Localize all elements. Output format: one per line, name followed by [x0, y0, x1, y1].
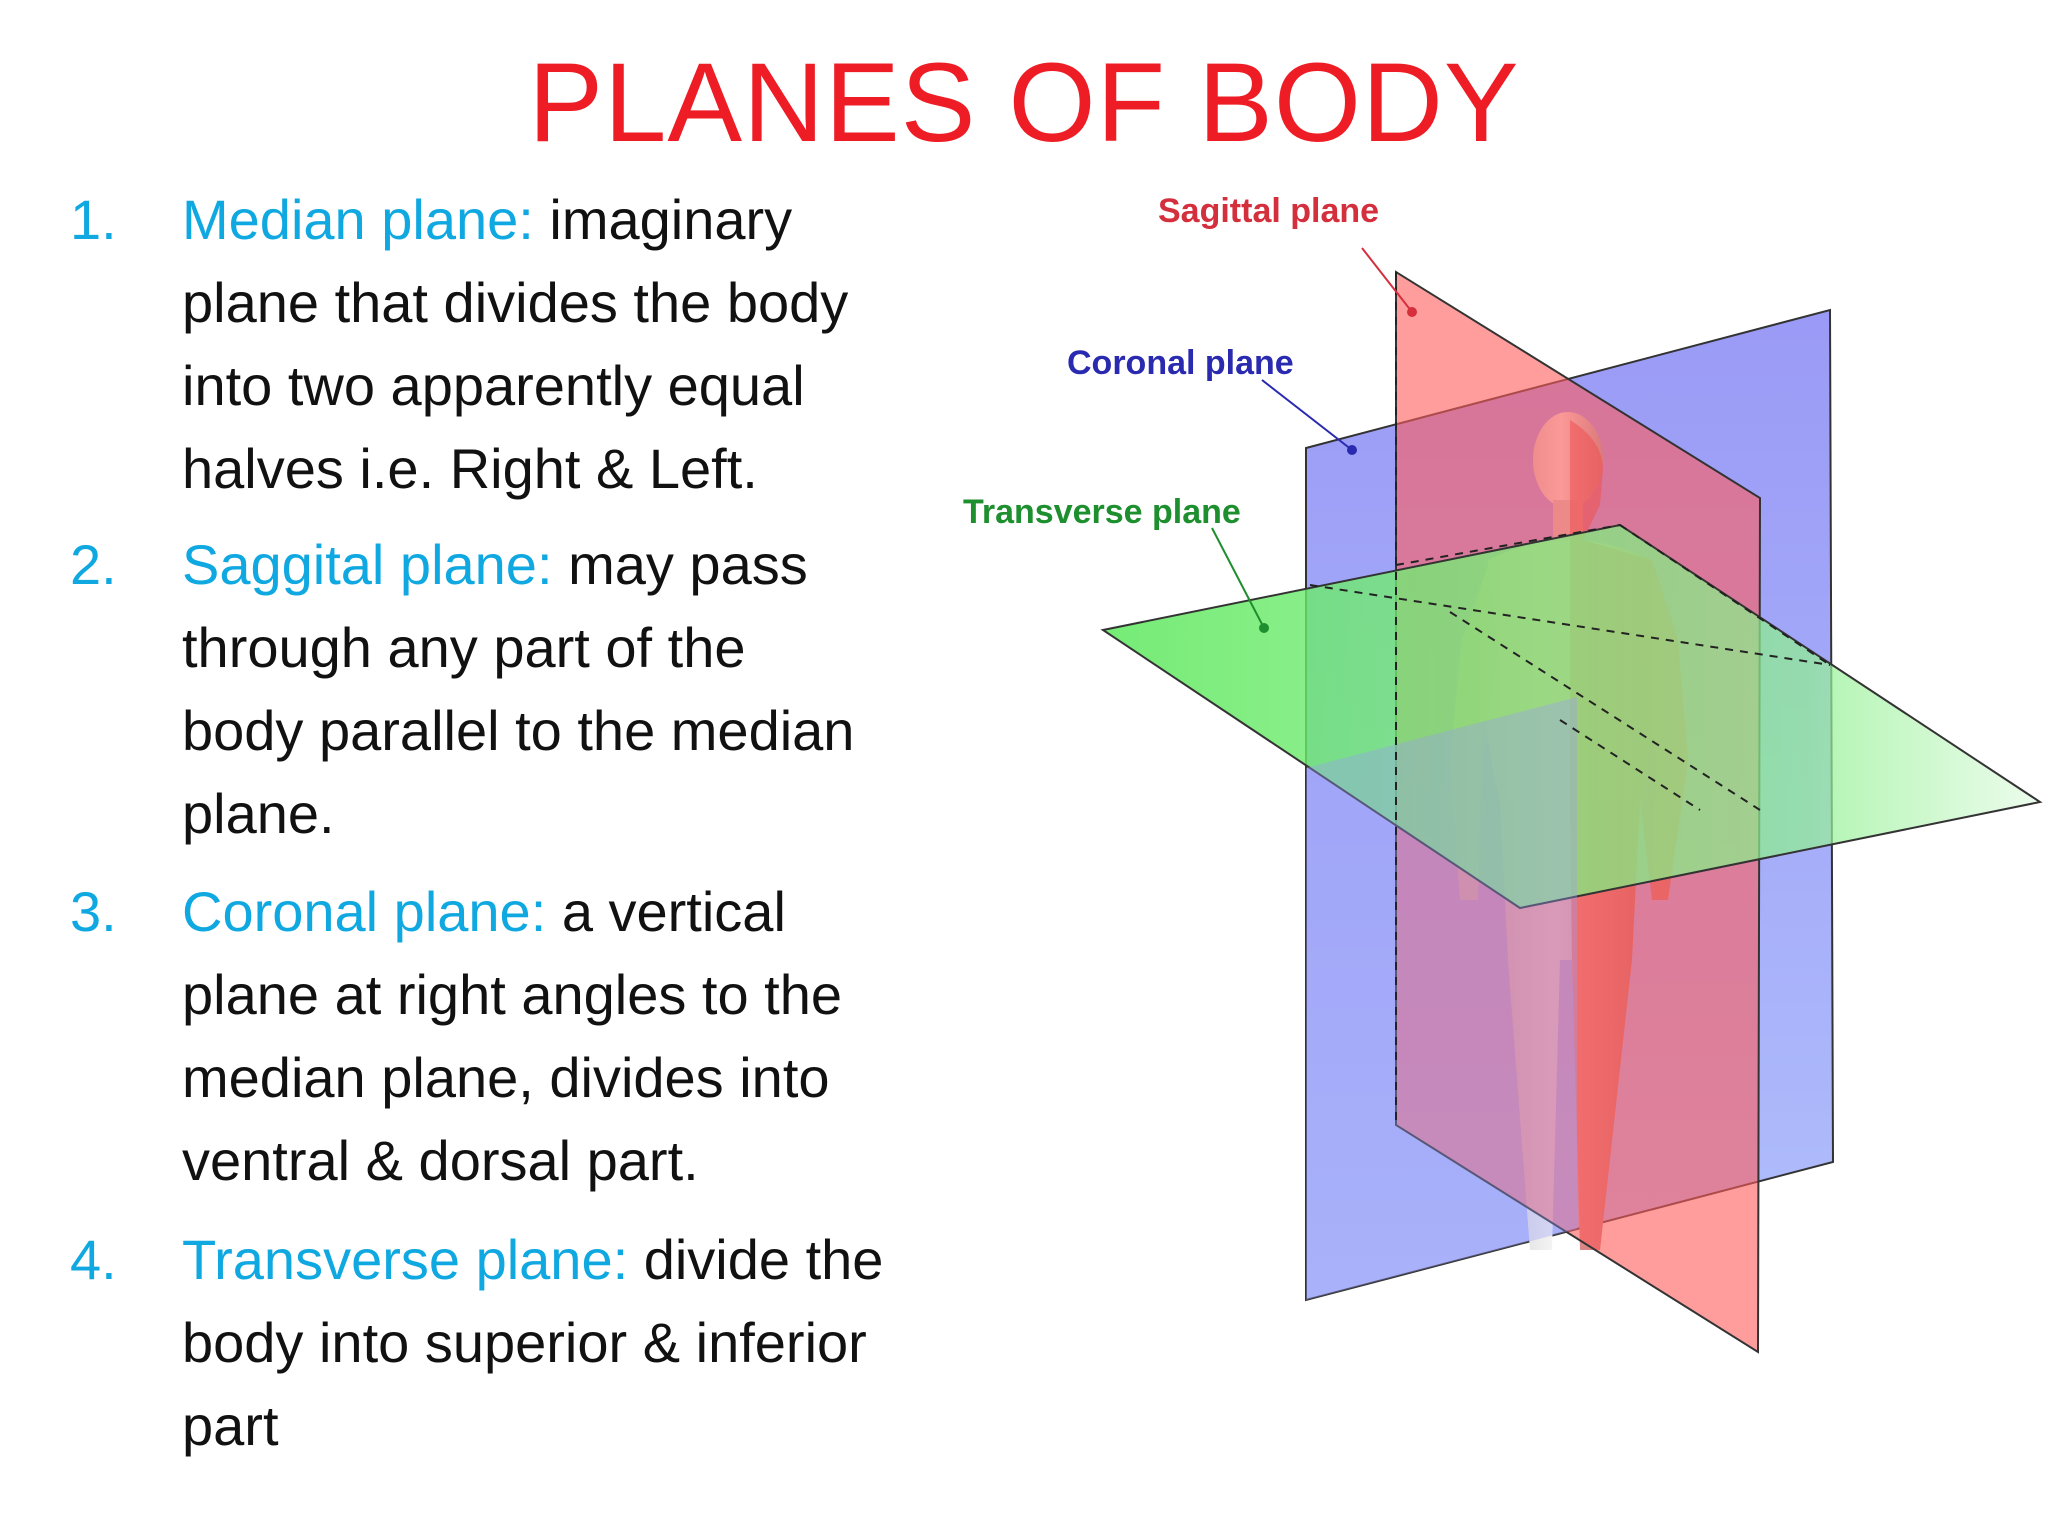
page-title: PLANES OF BODY [528, 40, 1520, 165]
text-line-4: ventral & dorsal part. [182, 1129, 699, 1192]
text-line-2: through any part of the [182, 616, 746, 679]
text-line-3: part [182, 1394, 279, 1457]
definition-text: may pass [568, 533, 808, 596]
list-number: 3. [70, 880, 117, 943]
coronal-dot [1347, 445, 1357, 455]
text-line-3: median plane, divides into [182, 1046, 830, 1109]
definition-list: 1. Median plane: imaginary plane that di… [0, 178, 950, 1478]
transverse-plane-label: Transverse plane [963, 493, 1241, 531]
text-line-2: plane at right angles to the [182, 963, 843, 1026]
transverse-leader-line [1211, 527, 1265, 629]
list-item-text: Saggital plane: may pass through any par… [182, 523, 942, 855]
sagittal-plane-label: Sagittal plane [1158, 192, 1379, 230]
text-line-1: Median plane: imaginary [182, 178, 942, 261]
list-item-saggital: 2. Saggital plane: may pass through any … [0, 523, 950, 883]
term-label: Coronal plane: [182, 880, 547, 943]
list-item-text: Median plane: imaginary plane that divid… [182, 178, 942, 510]
text-line-4: halves i.e. Right & Left. [182, 437, 758, 500]
definition-text: divide the [643, 1228, 884, 1291]
term-label: Saggital plane: [182, 533, 553, 596]
term-label: Median plane: [182, 188, 534, 251]
list-number: 2. [70, 533, 117, 596]
text-line-1: Transverse plane: divide the [182, 1218, 942, 1301]
text-line-4: plane. [182, 782, 335, 845]
list-item-transverse: 4. Transverse plane: divide the body int… [0, 1218, 950, 1478]
text-line-3: body parallel to the median [182, 699, 855, 762]
definition-text: a vertical [561, 880, 786, 943]
intersection-lines [1309, 272, 1831, 1125]
text-line-2: plane that divides the body [182, 271, 849, 334]
definition-text: imaginary [549, 188, 793, 251]
coronal-plane-label: Coronal plane [1067, 344, 1294, 382]
text-line-1: Coronal plane: a vertical [182, 870, 942, 953]
list-item-text: Transverse plane: divide the body into s… [182, 1218, 942, 1467]
text-line-2: body into superior & inferior [182, 1311, 867, 1374]
transverse-plane [1100, 523, 2043, 910]
list-number: 4. [70, 1228, 117, 1291]
list-number: 1. [70, 188, 117, 251]
text-line-1: Saggital plane: may pass [182, 523, 942, 606]
list-item-text: Coronal plane: a vertical plane at right… [182, 870, 942, 1202]
sagittal-leader-line [1361, 247, 1413, 313]
list-item-coronal: 3. Coronal plane: a vertical plane at ri… [0, 870, 950, 1230]
text-line-3: into two apparently equal [182, 354, 805, 417]
list-item-median: 1. Median plane: imaginary plane that di… [0, 178, 950, 538]
coronal-leader-line [1261, 379, 1353, 451]
sagittal-dot [1407, 307, 1417, 317]
transverse-dot [1259, 623, 1269, 633]
coronal-plane-front [1306, 697, 1577, 1300]
body-planes-diagram: Sagittal plane Coronal plane Transverse … [963, 192, 2043, 1354]
term-label: Transverse plane: [182, 1228, 629, 1291]
